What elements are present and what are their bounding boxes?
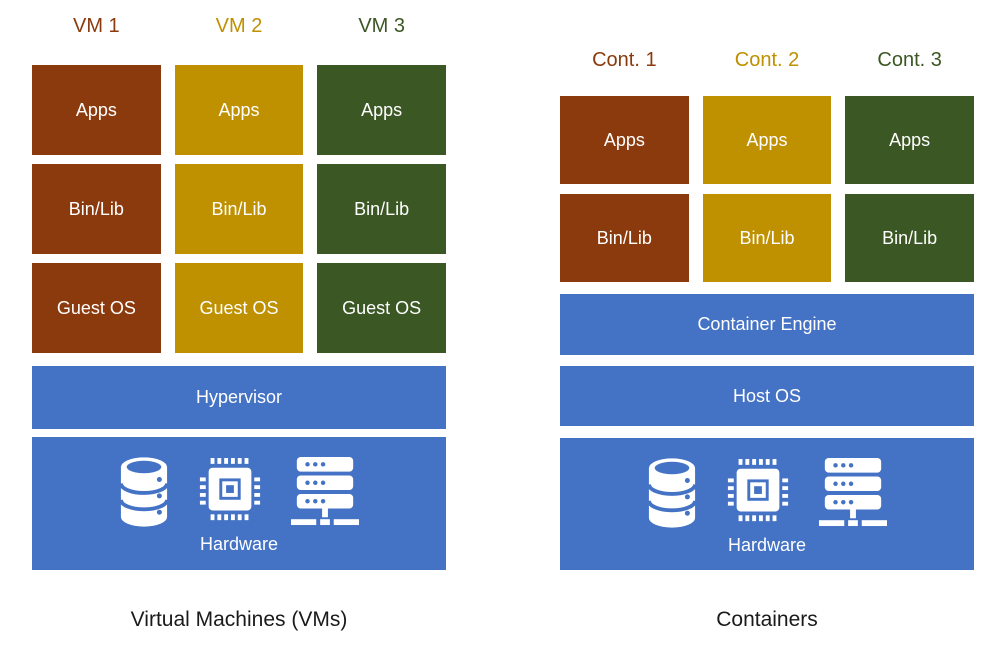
vm-caption: Virtual Machines (VMs) [130, 608, 348, 631]
vm2-apps-box: Apps [174, 65, 304, 155]
database-icon [119, 455, 169, 529]
vm1-binlib-box: Bin/Lib [32, 164, 161, 254]
container-hardware-label: Hardware [727, 534, 807, 555]
containers-panel: Cont. 1 Cont. 2 Cont. 3 Apps Apps Apps B… [560, 0, 974, 632]
container-engine-bar: Container Engine [560, 294, 974, 355]
cont1-apps-box: Apps [560, 96, 689, 184]
cont3-binlib-box: Bin/Lib [845, 194, 974, 282]
container-stack-grid: Apps Apps Apps Bin/Lib Bin/Lib Bin/Lib [560, 96, 974, 282]
vm3-guestos-box: Guest OS [317, 263, 446, 353]
vm-hardware-label: Hardware [199, 534, 279, 554]
database-icon [647, 456, 697, 530]
cont3-apps-box: Apps [845, 96, 974, 184]
vm1-guestos-box: Guest OS [32, 263, 161, 353]
cont2-label: Cont. 2 [734, 49, 800, 71]
host-os-bar: Host OS [560, 366, 974, 426]
cpu-icon [197, 453, 263, 531]
cont3-label: Cont. 3 [877, 49, 942, 71]
hypervisor-bar: Hypervisor [32, 366, 446, 429]
vm3-apps-box: Apps [317, 65, 446, 155]
hypervisor-label: Hypervisor [195, 387, 283, 407]
vm-column-labels: VM 1 VM 2 VM 3 [32, 12, 446, 40]
cont2-binlib-box: Bin/Lib [702, 194, 832, 282]
vm2-binlib-box: Bin/Lib [174, 164, 304, 254]
cont2-apps-box: Apps [702, 96, 832, 184]
vm2-label: VM 2 [215, 15, 263, 37]
vm-hardware-icons [119, 452, 359, 532]
containers-caption: Containers [716, 608, 818, 631]
cont1-binlib-box: Bin/Lib [560, 194, 689, 282]
container-column-labels: Cont. 1 Cont. 2 Cont. 3 [560, 46, 974, 74]
container-engine-label: Container Engine [697, 314, 837, 334]
cont1-label: Cont. 1 [592, 49, 657, 71]
vm-panel: VM 1 VM 2 VM 3 Apps Apps Apps Bin/Lib Bi… [32, 0, 446, 632]
container-hardware-icons [647, 453, 887, 533]
vm-hardware-bar: Hardware [32, 437, 446, 570]
vm-stack-grid: Apps Apps Apps Bin/Lib Bin/Lib Bin/Lib G… [32, 65, 446, 353]
vm3-binlib-box: Bin/Lib [317, 164, 446, 254]
server-rack-icon [291, 452, 359, 532]
vm1-apps-box: Apps [32, 65, 161, 155]
cpu-icon [725, 454, 791, 532]
vm3-label: VM 3 [358, 15, 405, 37]
server-rack-icon [819, 453, 887, 533]
host-os-label: Host OS [732, 385, 802, 406]
vm2-guestos-box: Guest OS [174, 263, 304, 353]
vm1-label: VM 1 [72, 15, 120, 37]
container-hardware-bar: Hardware [560, 438, 974, 570]
